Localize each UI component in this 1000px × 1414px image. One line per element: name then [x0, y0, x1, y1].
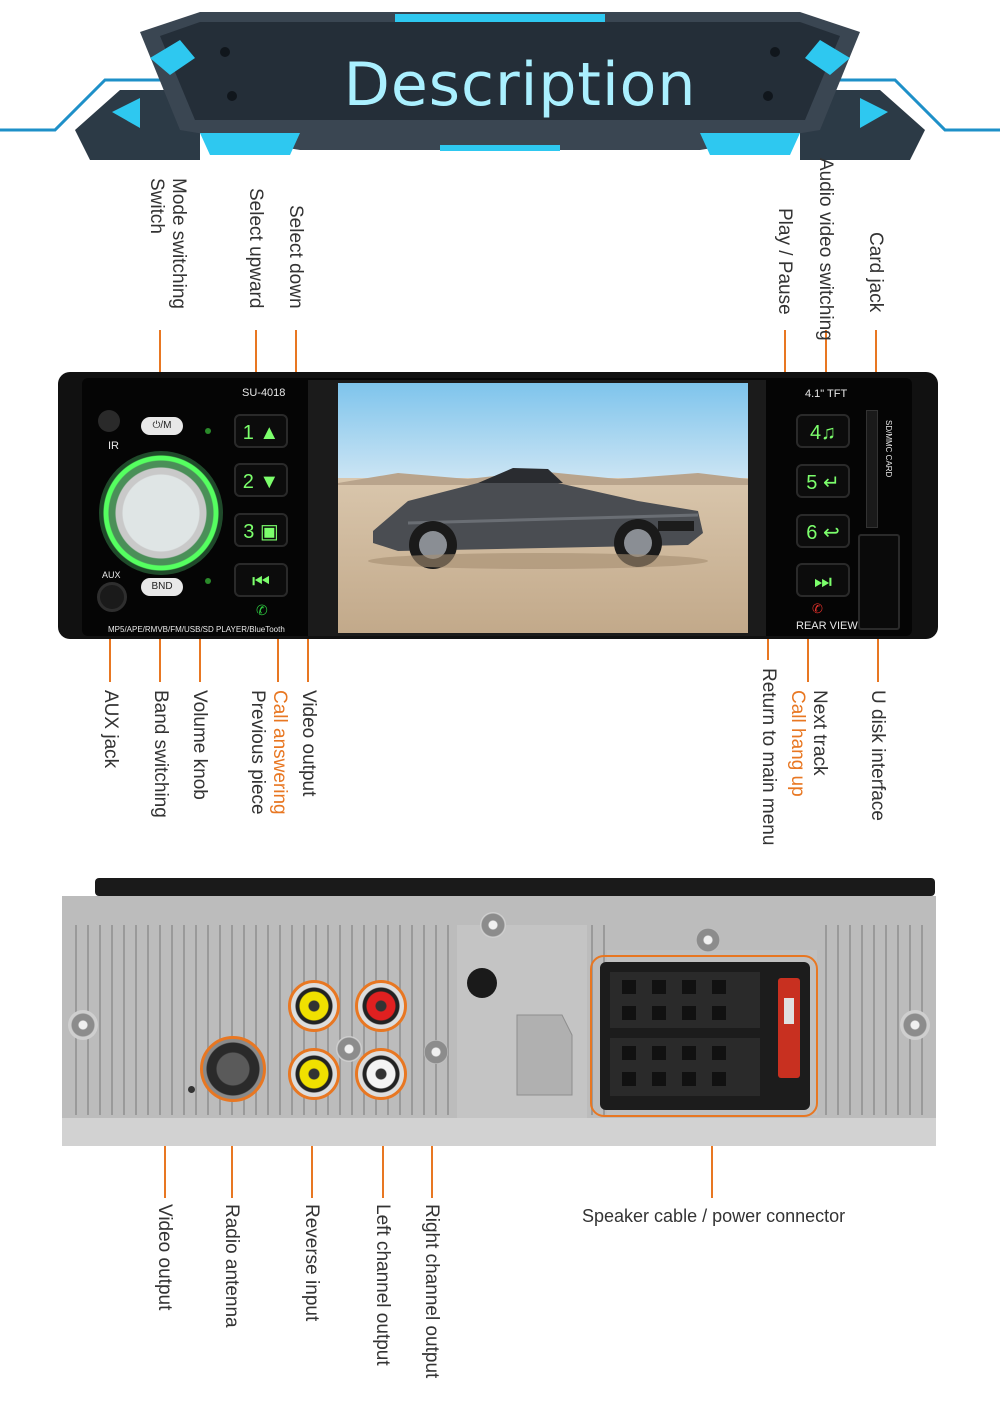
antenna-hole — [188, 1086, 195, 1093]
label-speaker-power-connector: Speaker cable / power connector — [582, 1206, 846, 1226]
screw-right — [900, 1010, 930, 1040]
rear-view-label: REAR VIEW — [796, 620, 858, 632]
screw-top-right — [696, 928, 720, 952]
screw-top-center — [480, 912, 506, 938]
page-title: Description — [343, 50, 697, 120]
label-aux-jack: AUX jack — [100, 690, 121, 769]
header-banner: Description — [0, 0, 1000, 175]
radio-antenna-jack[interactable] — [200, 1036, 266, 1102]
label-volume-knob: Volume knob — [189, 690, 210, 800]
speaker-power-connector-outline — [590, 955, 818, 1117]
label-return-main-menu: Return to main menu — [758, 668, 779, 846]
label-next-track: Next track — [809, 690, 830, 776]
label-mode-switching-line2: Switch — [146, 178, 167, 234]
sd-card-label: SD/MMC CARD — [884, 420, 893, 478]
label-select-upward: Select upward — [245, 188, 266, 309]
button-next[interactable]: ⏭ — [796, 563, 850, 597]
model-number: SU-4018 — [242, 387, 286, 399]
left-channel-rca[interactable] — [355, 1048, 407, 1100]
volume-knob[interactable] — [99, 451, 223, 575]
label-previous-piece: Previous piece — [247, 690, 268, 815]
screw-left — [68, 1010, 98, 1040]
band-button[interactable]: BND — [141, 578, 183, 596]
button-5-play-pause[interactable]: 5 ↵ — [796, 464, 850, 498]
button-previous[interactable]: ⏮ — [234, 563, 288, 597]
label-call-answering: Call answering — [269, 690, 290, 815]
label-mode-switching: Mode switching Switch — [145, 178, 189, 328]
button-3-video[interactable]: 3 ▣ — [234, 513, 288, 547]
label-u-disk-interface: U disk interface — [867, 690, 888, 821]
label-radio-antenna: Radio antenna — [221, 1204, 242, 1328]
label-play-pause: Play / Pause — [774, 208, 795, 315]
call-hangup-icon: ✆ — [812, 602, 823, 617]
display-screen — [338, 383, 748, 633]
screw-ground — [424, 1040, 448, 1064]
reverse-input-rca[interactable] — [288, 1048, 340, 1100]
rear-top-edge — [95, 878, 935, 896]
label-left-channel-output: Left channel output — [372, 1204, 393, 1366]
label-right-channel-output: Right channel output — [421, 1204, 442, 1379]
label-select-down: Select down — [285, 205, 306, 309]
label-mode-switching-line1: Mode switching — [168, 178, 189, 309]
label-audio-video-switching: Audio video switching — [815, 158, 836, 341]
label-card-jack: Card jack — [865, 232, 886, 313]
ir-sensor — [98, 410, 120, 432]
call-answer-icon: ✆ — [256, 603, 268, 619]
banner-graphic — [0, 12, 1000, 160]
car-image — [338, 383, 748, 633]
status-led-bottom — [205, 578, 211, 584]
label-video-output-front: Video output — [298, 690, 319, 797]
label-call-hang-up: Call hang up — [787, 690, 808, 797]
label-reverse-input: Reverse input — [301, 1204, 322, 1322]
aux-jack[interactable] — [97, 582, 127, 612]
screen-size-label: 4.1" TFT — [805, 388, 848, 400]
rear-bottom-edge — [62, 1118, 936, 1146]
speaker-power-connector[interactable] — [600, 962, 810, 1110]
button-2-down[interactable]: 2 ▼ — [234, 463, 288, 497]
button-6-return[interactable]: 6 ↩ — [796, 514, 850, 548]
label-video-output-rear: Video output — [154, 1204, 175, 1311]
ir-label: IR — [108, 440, 119, 452]
button-1-up[interactable]: 1 ▲ — [234, 414, 288, 448]
status-led-top — [205, 428, 211, 434]
mode-button[interactable]: ⏻/M — [141, 417, 183, 435]
right-channel-rca[interactable] — [355, 980, 407, 1032]
sd-card-slot[interactable] — [866, 410, 878, 528]
aux-label: AUX — [102, 570, 121, 580]
label-band-switching: Band switching — [150, 690, 171, 818]
video-output-rca[interactable] — [288, 980, 340, 1032]
features-label: MP5/APE/RMVB/FM/USB/SD PLAYER/BlueTooth — [108, 625, 285, 634]
button-4-audio-video[interactable]: 4♫ — [796, 414, 850, 448]
screw-center — [336, 1036, 362, 1062]
usb-port[interactable] — [858, 534, 900, 630]
